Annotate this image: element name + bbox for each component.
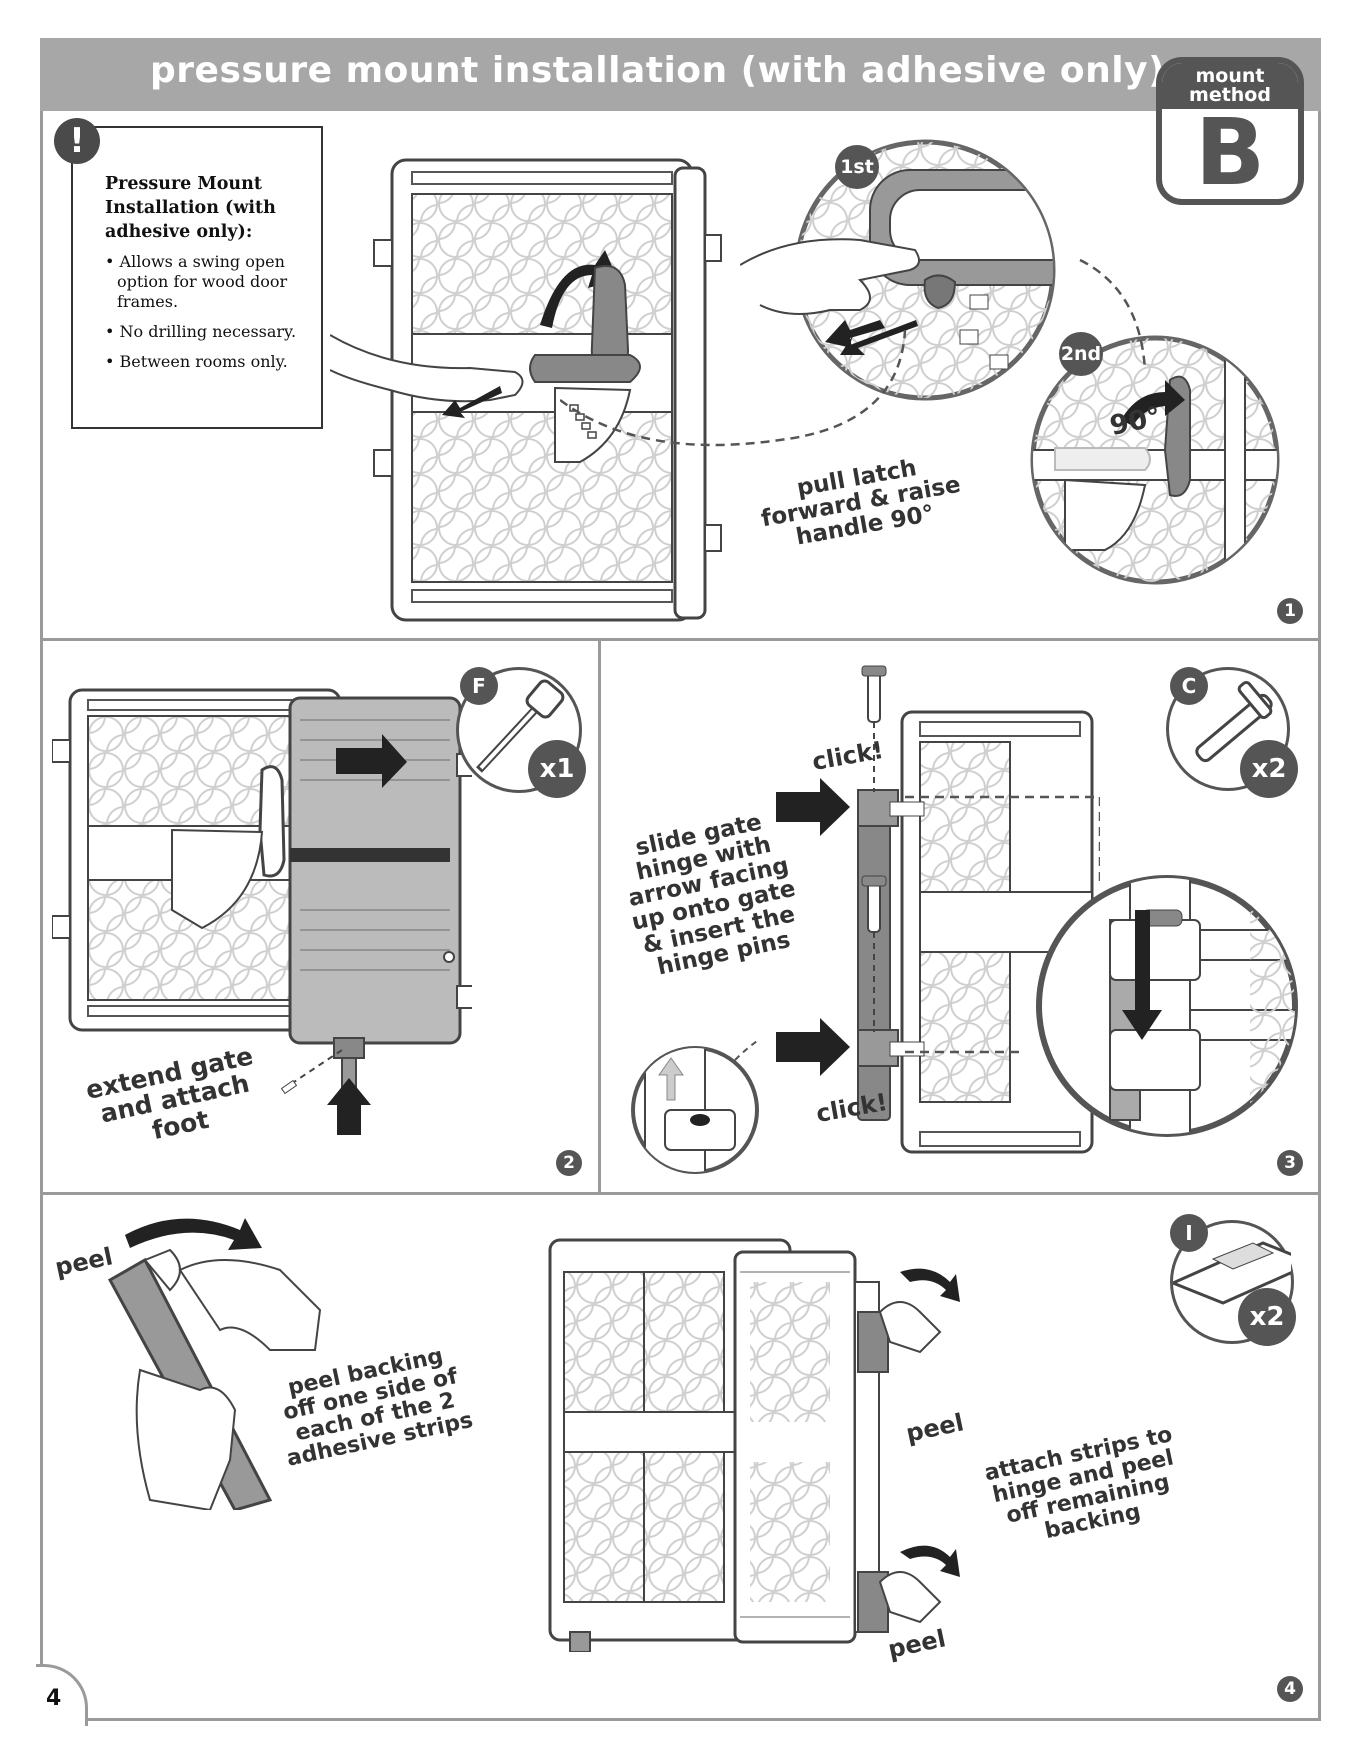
mount-method-badge: mount method B <box>1156 57 1304 205</box>
step3-zoom-arrow <box>631 1040 761 1174</box>
foot-part-icon <box>476 679 565 773</box>
badge-label: mount method <box>1162 63 1298 109</box>
step4-gate-illustration <box>548 1238 960 1652</box>
header-bar <box>40 38 1321 111</box>
step1-zoom-first <box>740 139 1056 401</box>
step3-zoom-hinge <box>1036 875 1298 1137</box>
note-box: Pressure Mount Installation (with adhesi… <box>71 126 323 429</box>
step1-number: 1 <box>1277 598 1303 624</box>
step3-number: 3 <box>1277 1150 1303 1176</box>
page-title: pressure mount installation (with adhesi… <box>150 50 1180 91</box>
note-item: Allows a swing open option for wood door… <box>105 252 303 312</box>
step2-number: 2 <box>556 1150 582 1176</box>
hinge-pin-part-icon <box>1195 680 1273 763</box>
step1-zoom-second <box>1030 335 1280 585</box>
divider-col <box>598 638 601 1194</box>
step2-part-letter: F <box>460 667 498 705</box>
divider-row-1 <box>40 638 1321 641</box>
step1-dashed-connector <box>560 258 1147 447</box>
step4-number: 4 <box>1277 1676 1303 1702</box>
step2-gate-illustration <box>52 688 472 1135</box>
note-item: Between rooms only. <box>105 352 303 372</box>
note-title: Pressure Mount Installation (with adhesi… <box>105 174 276 242</box>
step3-part-letter: C <box>1170 667 1208 705</box>
page-number: 4 <box>46 1686 62 1711</box>
step3-part-quantity: x2 <box>1240 740 1298 798</box>
note-list: Allows a swing open option for wood door… <box>105 252 303 372</box>
step1-gate-illustration <box>330 158 722 622</box>
step2-part-quantity: x1 <box>528 740 586 798</box>
badge-letter: B <box>1194 99 1266 205</box>
divider-row-2 <box>40 1192 1321 1195</box>
adhesive-strip-part-icon <box>1169 1241 1317 1305</box>
note-item: No drilling necessary. <box>105 322 303 342</box>
step1-first-badge: 1st <box>835 145 879 189</box>
step4-part-letter: I <box>1170 1214 1208 1252</box>
step1-second-badge: 2nd <box>1059 332 1103 376</box>
exclamation-icon: ! <box>54 118 100 164</box>
step4-part-quantity: x2 <box>1238 1288 1296 1346</box>
step4-peel-illustration <box>107 1218 322 1510</box>
